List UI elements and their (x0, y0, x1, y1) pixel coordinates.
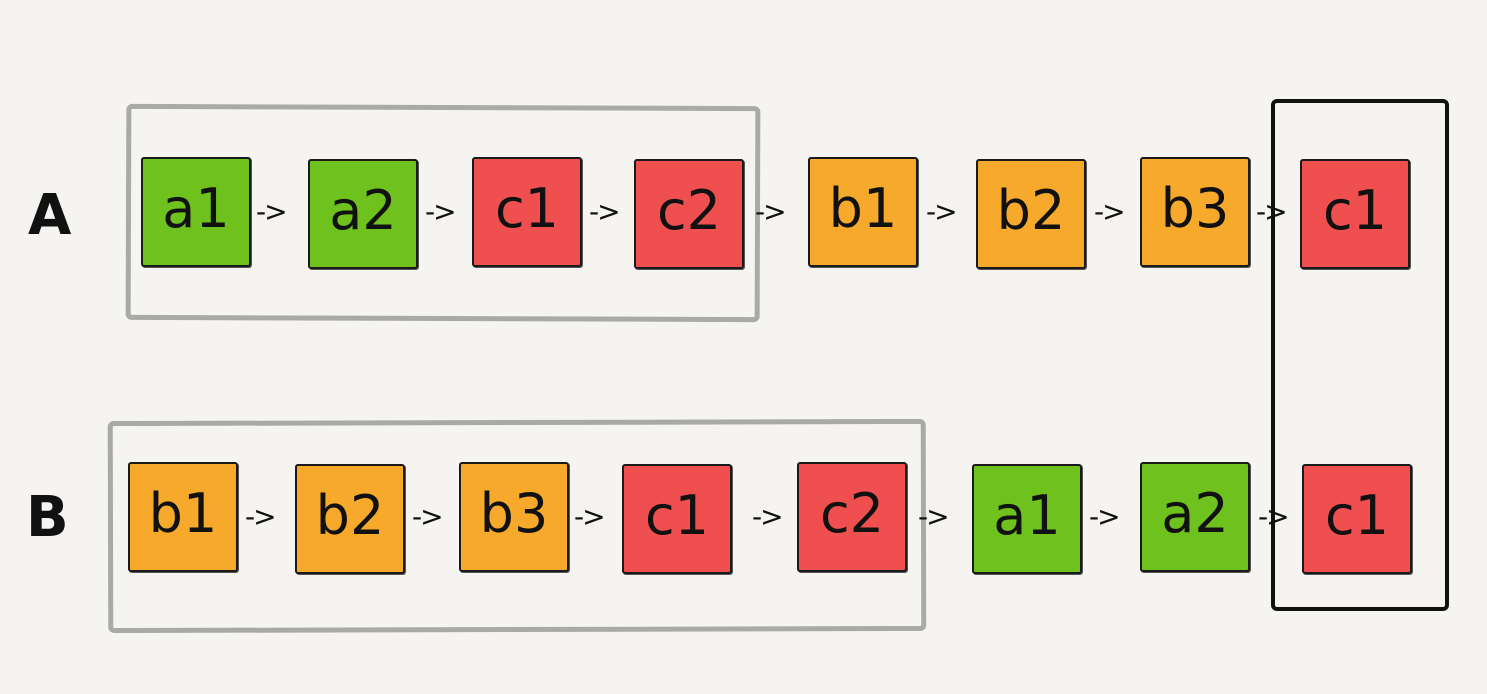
row-b-node-a2: a2 (1140, 462, 1250, 572)
row-a-node-b2: b2 (976, 159, 1086, 269)
row-a-label: A (28, 183, 72, 248)
row-a-node-c1: c1 (472, 157, 582, 267)
row-a-node-c1: c1 (1300, 159, 1410, 269)
next-pointer-arrow: -> (918, 500, 950, 533)
node-label: c1 (644, 484, 710, 547)
node-label: a2 (329, 179, 397, 242)
next-pointer-arrow: -> (574, 500, 606, 533)
row-b-node-b3: b3 (459, 462, 569, 572)
next-pointer-arrow: -> (752, 500, 784, 533)
row-b-node-a1: a1 (972, 464, 1082, 574)
node-label: b3 (1160, 177, 1230, 240)
node-label: c2 (656, 179, 722, 242)
row-b-node-c1: c1 (1302, 464, 1412, 574)
node-label: c1 (1324, 484, 1390, 547)
next-pointer-arrow: -> (1256, 195, 1288, 228)
row-a-node-a2: a2 (308, 159, 418, 269)
row-b-node-c1: c1 (622, 464, 732, 574)
node-label: c2 (819, 482, 885, 545)
node-label: b2 (996, 179, 1066, 242)
node-label: a1 (162, 177, 230, 240)
node-label: b1 (828, 177, 898, 240)
next-pointer-arrow: -> (1094, 195, 1126, 228)
next-pointer-arrow: -> (245, 500, 277, 533)
node-label: c1 (1322, 179, 1388, 242)
node-label: a1 (993, 484, 1061, 547)
next-pointer-arrow: -> (256, 195, 288, 228)
next-pointer-arrow: -> (1089, 500, 1121, 533)
node-label: b1 (148, 482, 218, 545)
next-pointer-arrow: -> (926, 195, 958, 228)
row-b-node-c2: c2 (797, 462, 907, 572)
node-label: a2 (1161, 482, 1229, 545)
node-label: c1 (494, 177, 560, 240)
row-b-node-b1: b1 (128, 462, 238, 572)
row-a-node-c2: c2 (634, 159, 744, 269)
next-pointer-arrow: -> (1258, 500, 1290, 533)
row-a-node-b1: b1 (808, 157, 918, 267)
next-pointer-arrow: -> (755, 195, 787, 228)
row-a-node-b3: b3 (1140, 157, 1250, 267)
row-a-node-a1: a1 (141, 157, 251, 267)
node-label: b3 (479, 482, 549, 545)
node-label: b2 (315, 484, 385, 547)
common-node-frame (1271, 99, 1449, 611)
next-pointer-arrow: -> (412, 500, 444, 533)
row-b-node-b2: b2 (295, 464, 405, 574)
next-pointer-arrow: -> (589, 195, 621, 228)
row-b-label: B (26, 485, 69, 550)
next-pointer-arrow: -> (425, 195, 457, 228)
